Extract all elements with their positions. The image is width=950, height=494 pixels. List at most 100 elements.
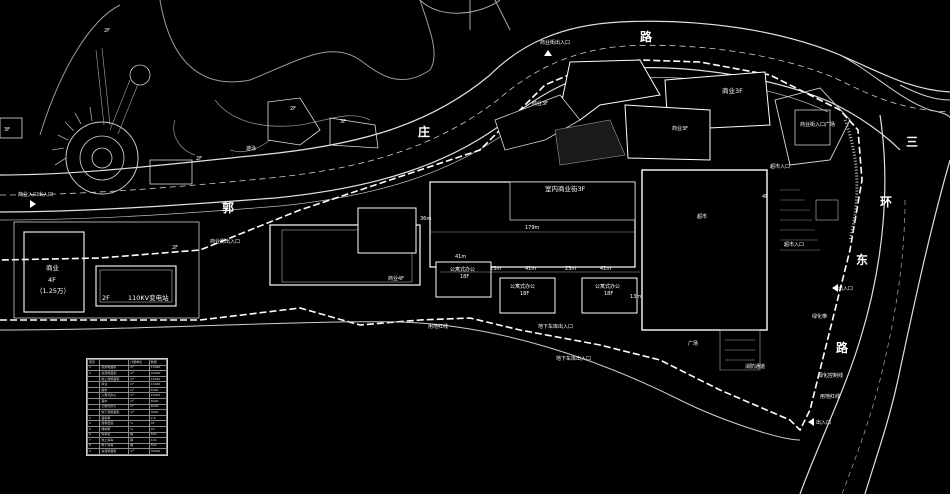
site-boundary [0,59,863,432]
label-greenbelt: 绿化带 [812,313,827,320]
label-mid-2f: 2F [290,106,296,112]
label-dim-179: 179m [525,225,540,231]
parking-stripes [780,189,820,251]
interchange-curve [839,54,950,119]
label-plaza-bottom: 广场 [688,340,698,347]
label-left-3f-b: 3F [340,119,346,125]
label-red-line-right: 用地红线 [820,393,840,400]
top-mountain [419,0,511,31]
label-dim-41c: 41m [600,266,611,272]
circular-plaza-mid [79,135,125,181]
label-left-3f: 3F [4,127,10,133]
lower-curve-road [0,321,801,441]
label-underground-entry-2: 地下车库出入口 [556,355,591,362]
commerce-4f-block [23,231,85,313]
substation-block [95,265,177,307]
label-substation-floors: 2F [102,294,110,302]
right-plaza-pavilion [774,87,851,166]
label-entrance-top: 商业街出入口 [540,39,570,46]
indoor-street-upper [509,181,636,221]
label-office-1-floors: 18F [460,274,469,280]
road-sanhuan-char-4: 路 [836,340,849,355]
label-office-2: 公寓式办公 [510,283,535,290]
label-dim-13: 13m [630,294,641,300]
label-office-3-floors: 18F [604,291,613,297]
label-entrance-right-plaza: 商业街入口广场 [800,121,835,128]
commerce-4f-center-block [269,224,421,286]
parking-square-1 [815,199,839,221]
label-dim-41a: 41m [455,254,466,260]
label-dim-41b: 41m [525,266,536,272]
radial-steps [51,106,93,166]
road-sanhuan-char-2: 环 [880,195,892,209]
hotel-block [149,159,193,185]
office-tower-1 [435,261,492,298]
hatched-plaza [554,119,626,166]
mid-building-outline-2 [329,117,379,149]
office-tower-2 [499,277,556,314]
label-commerce-4f-floors: 4F [48,276,56,284]
right-pavilion-inner [794,109,831,146]
label-office-2-floors: 18F [520,291,529,297]
road-guozhuang-char-1: 郭 [222,200,234,215]
label-dim-23a: 23m [490,266,501,272]
label-red-line-bottom: 用地红线 [428,323,448,330]
label-underground-entry: 地下车库出入口 [538,323,573,330]
entrance-arrow-bottom [808,418,814,426]
table-cell: m² [128,448,150,455]
label-office-1: 公寓式办公 [450,266,475,273]
table-cell: 总建筑面积 [99,448,130,455]
dotted-greenbelt [843,119,859,241]
hill-contour-3 [173,119,271,156]
left-tall-block [357,207,417,254]
label-entrance-pedestrian: 商业街出入口 [210,238,240,245]
lower-right-ramp [719,329,761,371]
circular-plaza-outer [65,121,139,195]
label-commerce-4f-center: 商业4F [388,275,404,282]
supermarket-block [641,169,768,331]
label-dim-36: 36m [420,216,431,222]
label-supermarket: 超市 [697,213,707,220]
office-tower-3 [581,277,638,314]
label-exit-right: 出入口 [838,285,853,292]
entrance-arrow-left [30,200,36,208]
road-sanhuan-char-3: 东 [856,252,868,267]
label-pool: 游泳 [246,145,256,152]
sanhuan-road-west-edge [799,114,886,494]
table-cell: 9 [86,448,101,455]
label-substation: 110KV变电站 [128,293,169,302]
label-entrance-supermarket: 超市入口 [770,163,790,170]
sanhuan-road-inner [841,199,906,494]
label-green-control: 绿化控制线 [818,372,843,379]
guozhuang-road-centerline [0,44,950,196]
label-indoor-street: 室内商业街3F [545,184,586,193]
table-cell: 39090 [148,448,168,455]
label-entrance-left: 商业入口出入口 [18,191,53,198]
guozhuang-road-south-edge [0,67,901,213]
label-entrance-supermarket-2: 超市入口 [784,241,804,248]
label-supermarket-floors: 4F [762,194,768,200]
sanhuan-road-east-edge [864,159,950,494]
entrance-arrow-right [832,284,838,292]
road-sanhuan-char-1: 三 [906,135,918,149]
label-exit-bottom: 出入口 [816,419,831,426]
label-commerce-3f-mid: 商业3F [672,125,688,132]
label-left-2f: 2F [172,245,178,251]
label-hotel-2f: 2F [196,156,202,162]
substation-inner [99,269,173,303]
left-compound [13,221,200,319]
label-fire-lane: 消防通道 [745,363,765,370]
hill-contour-2 [214,99,371,127]
road-guozhuang-char-3: 路 [640,29,653,44]
commerce-3f-mid-block [624,104,711,161]
guozhuang-road-north-edge [0,20,950,176]
mid-building-outline [267,97,321,146]
entrance-arrow-top [544,50,552,56]
tower-circle [129,64,151,86]
hill-contour [39,0,435,136]
stair-path [95,47,139,135]
label-commerce-3f-top: 商业3F [722,86,743,95]
